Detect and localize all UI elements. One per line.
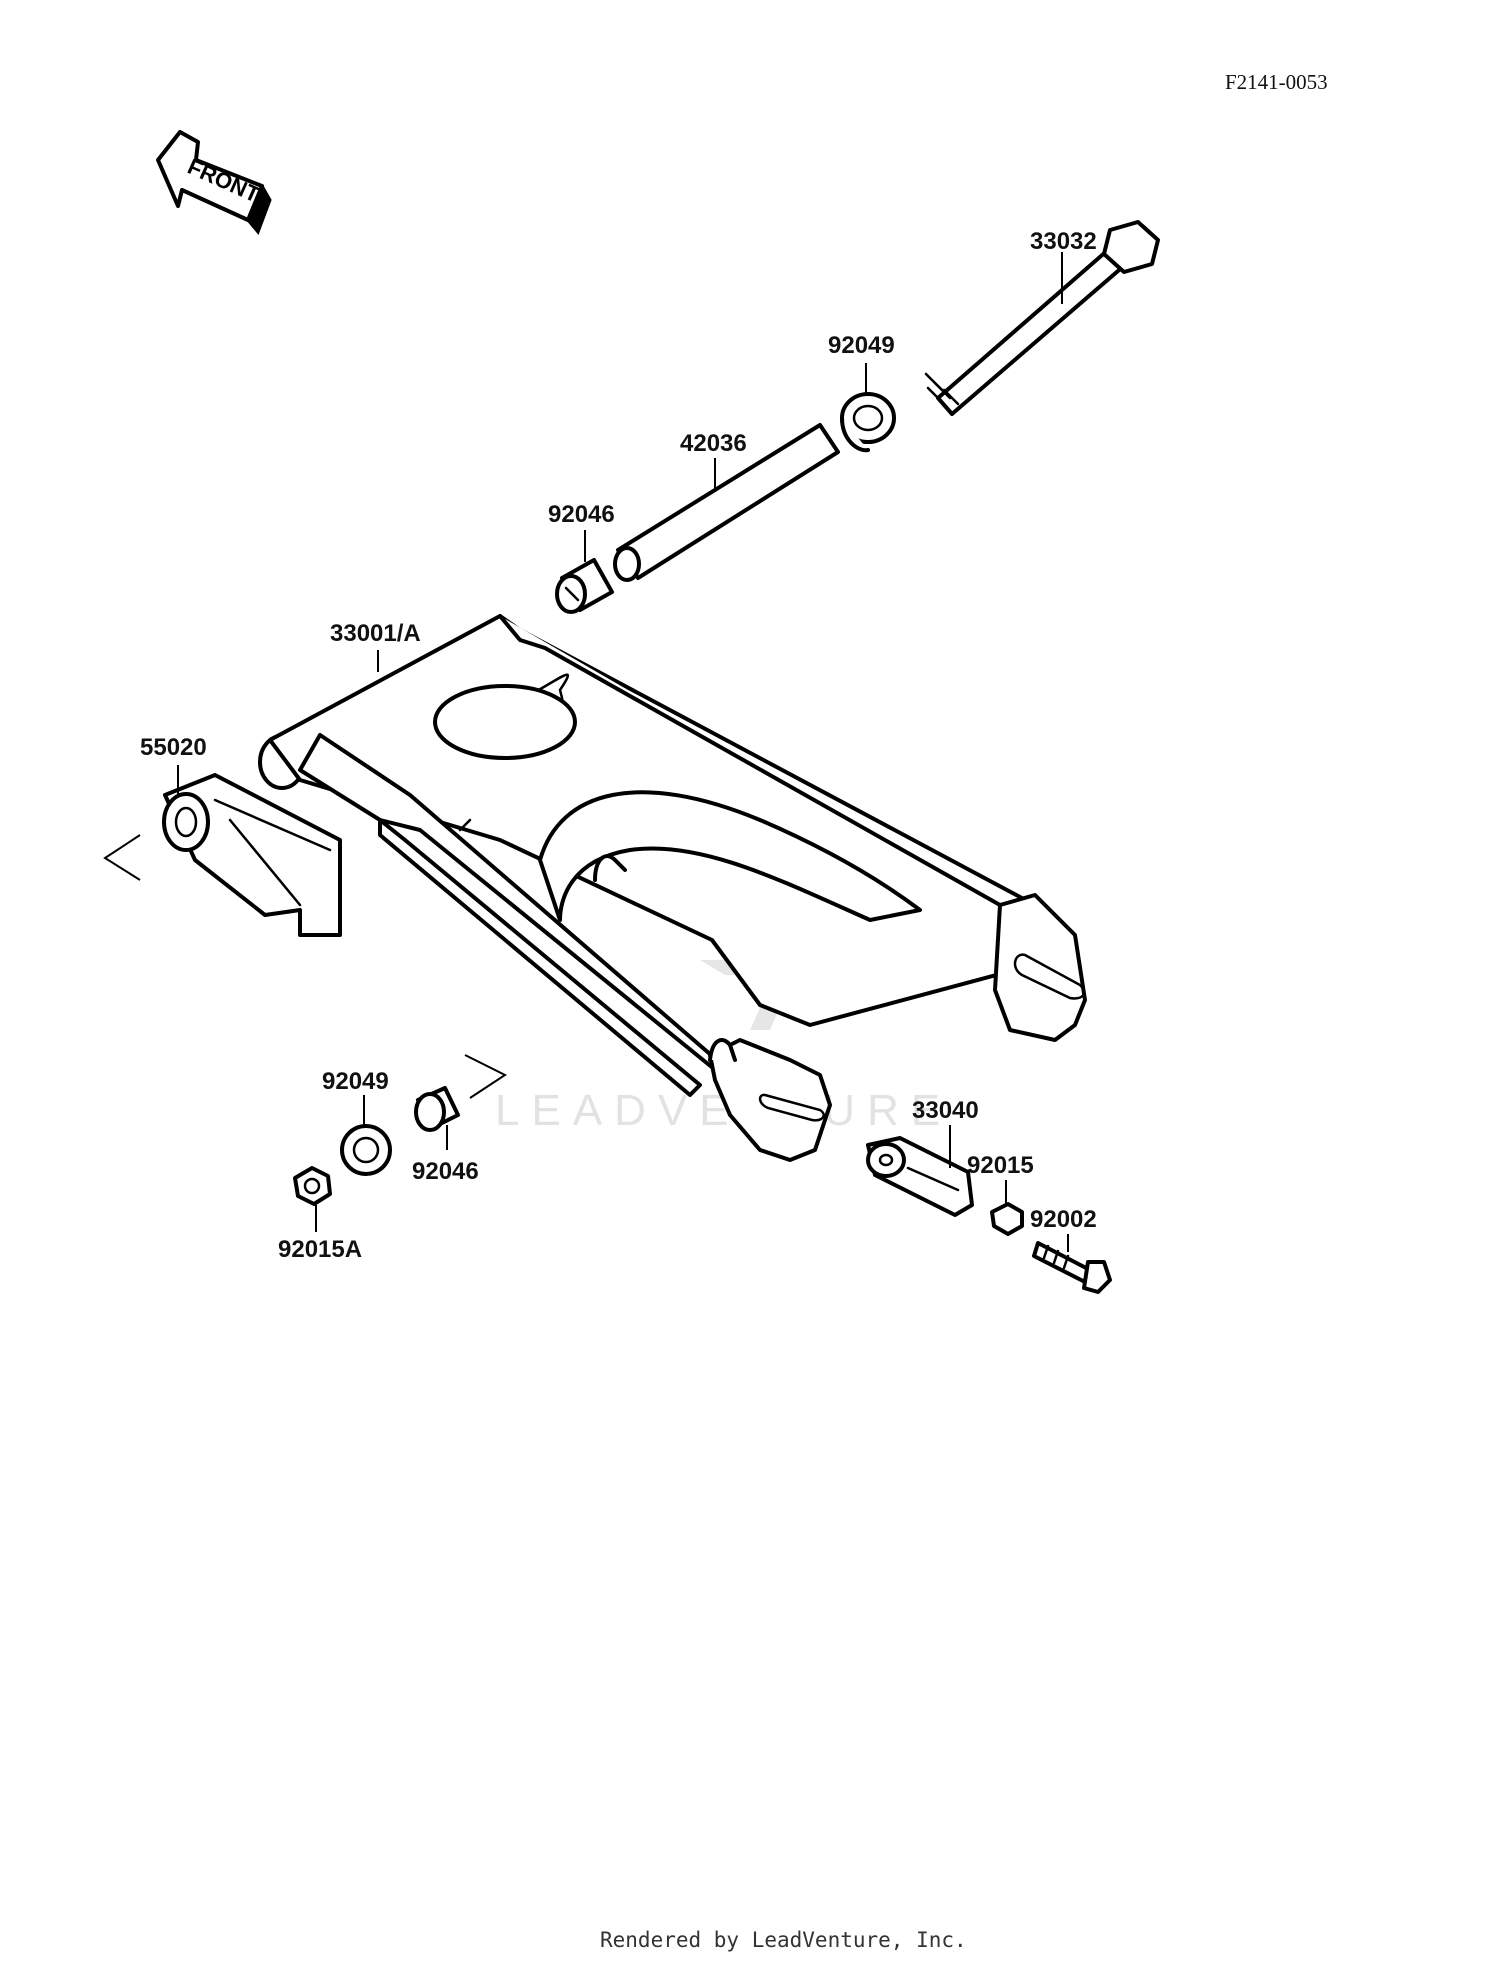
callout-92002: 92002 — [1030, 1206, 1097, 1233]
collar-92049-low — [340, 1124, 392, 1176]
callout-92049-top: 92049 — [828, 332, 895, 359]
front-arrow: FRONT — [156, 130, 272, 235]
leader-lines — [177, 252, 1069, 1252]
callout-42036: 42036 — [680, 430, 747, 457]
callout-92015A: 92015A — [278, 1236, 363, 1263]
bolt-92002 — [1032, 1241, 1112, 1294]
bearing-92046-low — [414, 1054, 508, 1132]
callout-33001A: 33001/A — [330, 620, 421, 647]
diagram-id: F2141-0053 — [1225, 70, 1328, 94]
watermark-text: LEADVENTURE — [495, 1086, 952, 1135]
callout-92049-low: 92049 — [322, 1068, 389, 1095]
pivot-bolt-33032 — [924, 220, 1160, 416]
bearing-92046-top — [555, 558, 614, 614]
nut-92015 — [990, 1202, 1024, 1236]
callout-92046-low: 92046 — [412, 1158, 479, 1185]
callout-92015: 92015 — [967, 1152, 1034, 1179]
callout-92046-top: 92046 — [548, 501, 615, 528]
callout-33032: 33032 — [1030, 228, 1097, 255]
swingarm-33001A — [258, 614, 1087, 1162]
callout-55020: 55020 — [140, 734, 207, 761]
footer-credit: Rendered by LeadVenture, Inc. — [600, 1928, 967, 1952]
sleeve-42036 — [613, 423, 840, 582]
nut-92015A — [293, 1166, 332, 1206]
callout-33040: 33040 — [912, 1097, 979, 1124]
adjuster-33040 — [866, 1136, 974, 1217]
collar-92049-top — [840, 392, 896, 453]
chain-guard-55020 — [103, 773, 342, 937]
